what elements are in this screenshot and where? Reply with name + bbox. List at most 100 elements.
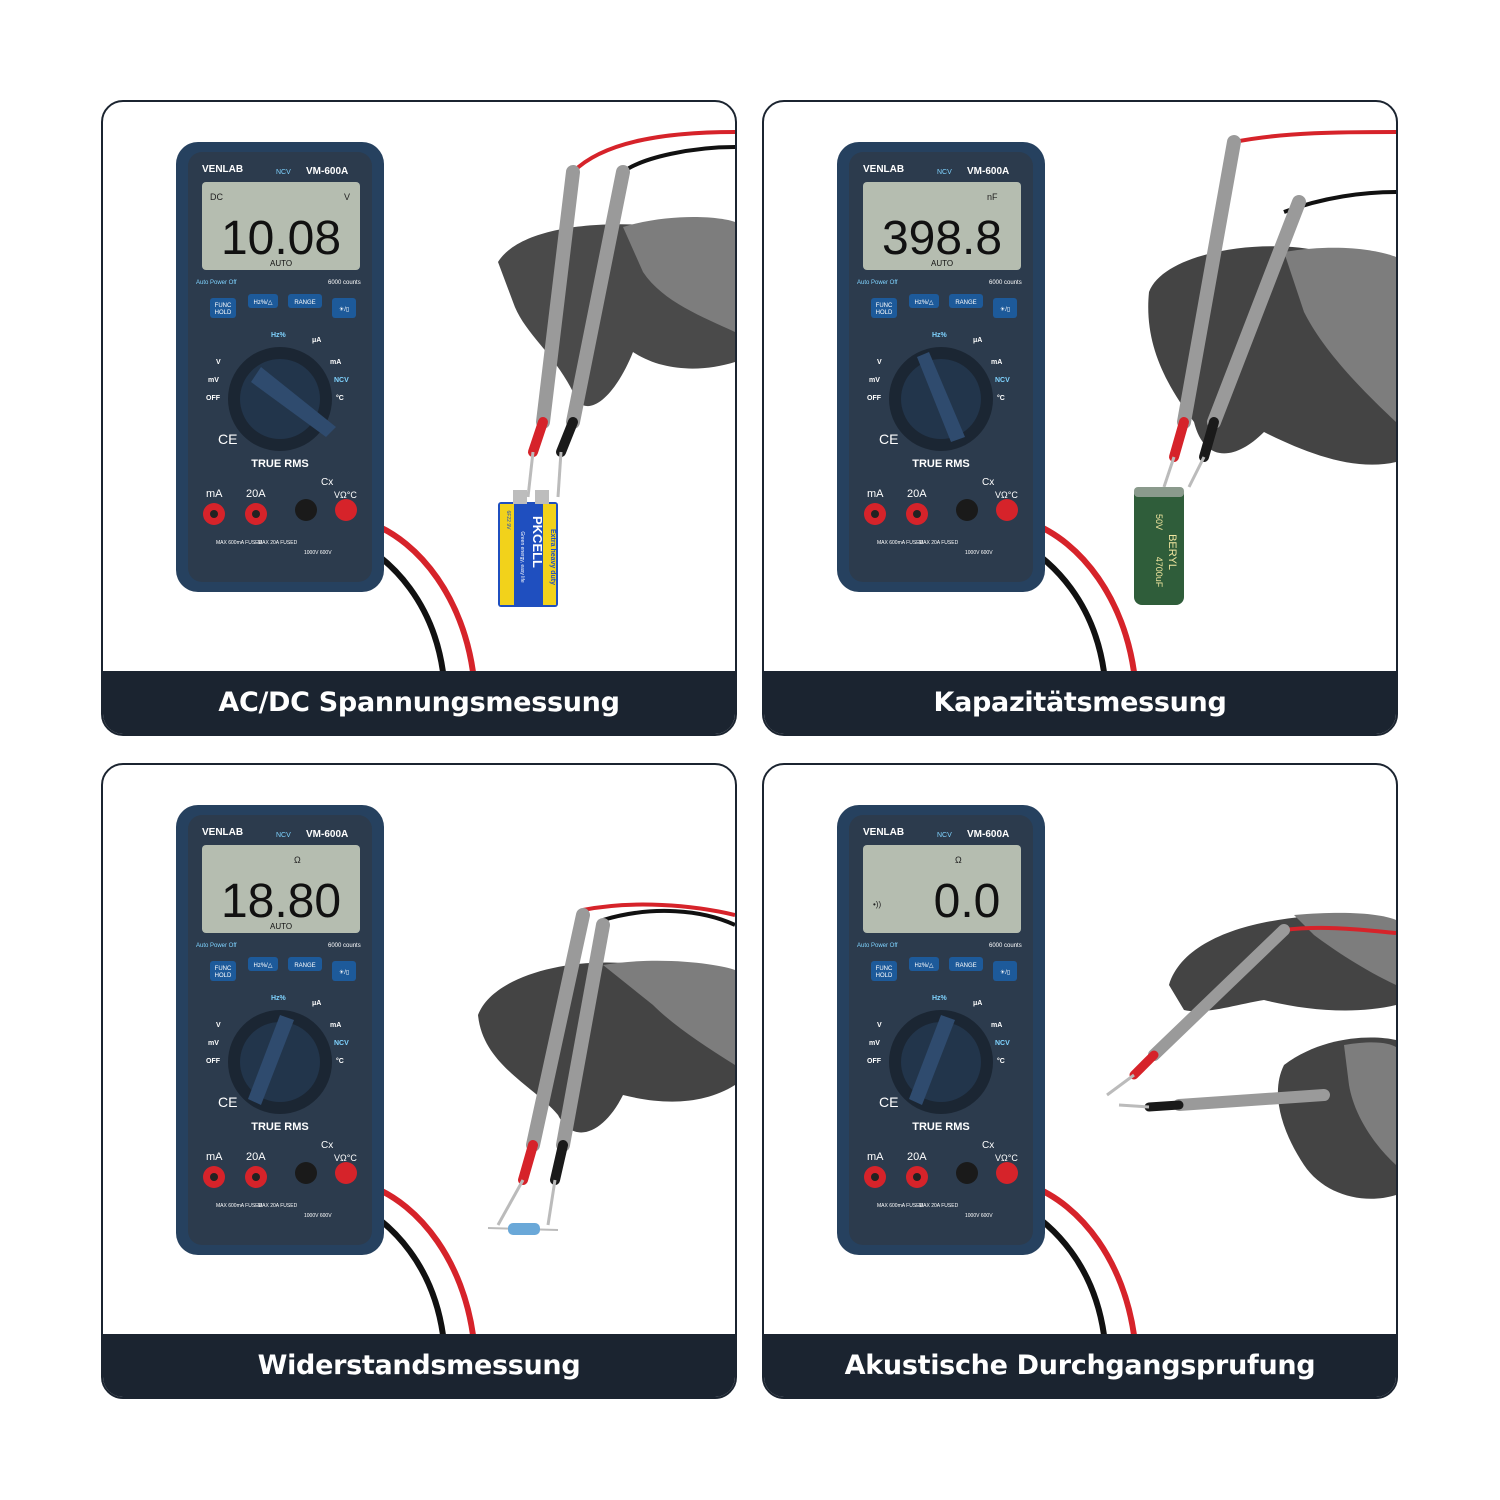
dial-mv: mV — [208, 377, 219, 384]
battery-label-duty: Extra heavy duty — [549, 529, 556, 585]
btn-hz[interactable]: Hz%/△ — [254, 300, 273, 306]
btn-hold[interactable]: HOLD — [215, 310, 232, 316]
meter-ce: CE — [879, 431, 898, 447]
dial-off: OFF — [867, 1058, 882, 1065]
fuse-ma-label: MAX 600mA FUSED — [216, 540, 263, 546]
dial-ma: mA — [330, 359, 341, 366]
meter-ncv: NCV — [276, 832, 291, 839]
btn-range[interactable]: RANGE — [294, 300, 315, 306]
jack-v-label: VΩ°C — [995, 490, 1018, 500]
lcd-auto: AUTO — [270, 259, 292, 268]
btn-hold[interactable]: HOLD — [215, 973, 232, 979]
btn-range[interactable]: RANGE — [955, 300, 976, 306]
btn-hz[interactable]: Hz%/△ — [254, 963, 273, 969]
probe-red — [1162, 135, 1241, 488]
btn-hold[interactable]: HOLD — [876, 310, 893, 316]
buzzer-icon: •)) — [873, 900, 881, 909]
dial-ua: μA — [312, 1000, 321, 1007]
btn-light[interactable]: ☀/▯ — [1000, 306, 1010, 313]
jack-cx-label: Cx — [321, 1140, 333, 1151]
meter-true-rms: TRUE RMS — [912, 458, 969, 470]
lcd-screen: Ω •)) 0.0 — [863, 845, 1021, 933]
jack-20a-label: 20A — [907, 1151, 927, 1163]
lcd-reading: 10.08 — [221, 212, 341, 265]
cap-label-capacitance: 4700uF — [1154, 557, 1164, 588]
dial-ua: μA — [973, 1000, 982, 1007]
meter-ncv: NCV — [276, 169, 291, 176]
fuse-ma-label: MAX 600mA FUSED — [216, 1203, 263, 1209]
max-v-label: 1000V 600V — [965, 1213, 993, 1219]
jack-v-label: VΩ°C — [995, 1153, 1018, 1163]
photo-continuity: VENLAB NCV VM-600A Ω •)) 0.0 Auto Power … — [837, 805, 1396, 1335]
lcd-unit: nF — [987, 192, 998, 202]
rotary-dial[interactable]: Hz% μA mA V mV NCV OFF °C — [206, 332, 349, 451]
caption-capacitance: Kapazitätsmessung — [764, 671, 1396, 734]
input-jacks: mA 20A Cx VΩ°C MAX 600mA FUSED MAX 20A F… — [864, 1140, 1018, 1219]
meter-model: VM-600A — [967, 166, 1009, 177]
dial-v: V — [216, 359, 221, 366]
battery-label-slogan: Green energy, easy life — [519, 531, 525, 583]
rotary-dial[interactable]: Hz% μA mA V mV NCV OFF °C — [206, 995, 349, 1114]
dial-off: OFF — [867, 395, 882, 402]
lcd-auto: AUTO — [270, 922, 292, 931]
btn-range[interactable]: RANGE — [955, 963, 976, 969]
dial-mv: mV — [208, 1040, 219, 1047]
jack-20a-label: 20A — [246, 1151, 266, 1163]
dial-hz: Hz% — [932, 995, 948, 1002]
panel-continuity: VENLAB NCV VM-600A Ω •)) 0.0 Auto Power … — [762, 763, 1398, 1399]
btn-hz[interactable]: Hz%/△ — [915, 963, 934, 969]
btn-light[interactable]: ☀/▯ — [1000, 969, 1010, 976]
meter-model: VM-600A — [967, 829, 1009, 840]
probe-black — [1187, 195, 1306, 488]
lcd-reading: 398.8 — [882, 212, 1002, 265]
dial-ma: mA — [991, 1022, 1002, 1029]
btn-light[interactable]: ☀/▯ — [339, 969, 349, 976]
max-v-label: 1000V 600V — [304, 550, 332, 556]
meter-counts: 6000 counts — [328, 280, 361, 286]
photo-resistance: VENLAB NCV VM-600A Ω 18.80 AUTO Auto Pow… — [176, 805, 735, 1335]
dial-off: OFF — [206, 395, 221, 402]
lcd-screen: nF 398.8 AUTO — [863, 182, 1021, 270]
btn-range[interactable]: RANGE — [294, 963, 315, 969]
battery-label-brand: PKCELL — [530, 516, 545, 568]
caption-resistance: Widerstandsmessung — [103, 1334, 735, 1397]
meter-counts: 6000 counts — [328, 943, 361, 949]
lcd-unit: V — [344, 192, 350, 202]
dial-celsius: °C — [336, 1057, 344, 1065]
probe-red — [526, 165, 580, 498]
lcd-mode: DC — [210, 192, 223, 202]
multimeter: VENLAB NCV VM-600A DC V 10.08 AUTO Auto … — [176, 142, 384, 592]
dial-ma: mA — [330, 1022, 341, 1029]
dial-celsius: °C — [997, 1057, 1005, 1065]
meter-counts: 6000 counts — [989, 943, 1022, 949]
rotary-dial[interactable]: Hz% μA mA V mV NCV OFF °C — [867, 995, 1010, 1114]
photo-dc-voltage: PKCELL Extra heavy duty Green energy, ea… — [176, 130, 735, 672]
lcd-reading: 0.0 — [934, 875, 1001, 928]
fuse-a-label: MAX 20A FUSED — [919, 1203, 959, 1209]
btn-func[interactable]: FUNC — [876, 966, 893, 972]
dial-v: V — [216, 1022, 221, 1029]
photo-capacitance: BERYL 50V 4700uF VENLAB NCV VM-600A nF 3… — [837, 130, 1396, 672]
dial-ncv: NCV — [995, 1040, 1010, 1047]
cap-label-brand: BERYL — [1166, 534, 1178, 570]
dial-ua: μA — [312, 337, 321, 344]
rotary-dial[interactable]: Hz% μA mA V mV NCV OFF °C — [867, 332, 1010, 451]
btn-func[interactable]: FUNC — [876, 303, 893, 309]
meter-true-rms: TRUE RMS — [251, 1121, 308, 1133]
btn-hz[interactable]: Hz%/△ — [915, 300, 934, 306]
input-jacks: mA 20A Cx VΩ°C MAX 600mA FUSED MAX 20A F… — [203, 1140, 357, 1219]
btn-func[interactable]: FUNC — [215, 303, 232, 309]
dial-mv: mV — [869, 377, 880, 384]
jack-20a-label: 20A — [246, 488, 266, 500]
lcd-unit: Ω — [955, 855, 962, 865]
button-row: FUNC HOLD Hz%/△ RANGE ☀/▯ — [210, 957, 356, 981]
input-jacks: mA 20A Cx VΩ°C MAX 600mA FUSED MAX 20A F… — [203, 477, 357, 556]
btn-light[interactable]: ☀/▯ — [339, 306, 349, 313]
btn-hold[interactable]: HOLD — [876, 973, 893, 979]
dial-hz: Hz% — [271, 332, 287, 339]
jack-cx-label: Cx — [982, 477, 994, 488]
dial-mv: mV — [869, 1040, 880, 1047]
battery-label-type: 6F22 9V — [505, 511, 511, 531]
meter-ncv: NCV — [937, 169, 952, 176]
btn-func[interactable]: FUNC — [215, 966, 232, 972]
